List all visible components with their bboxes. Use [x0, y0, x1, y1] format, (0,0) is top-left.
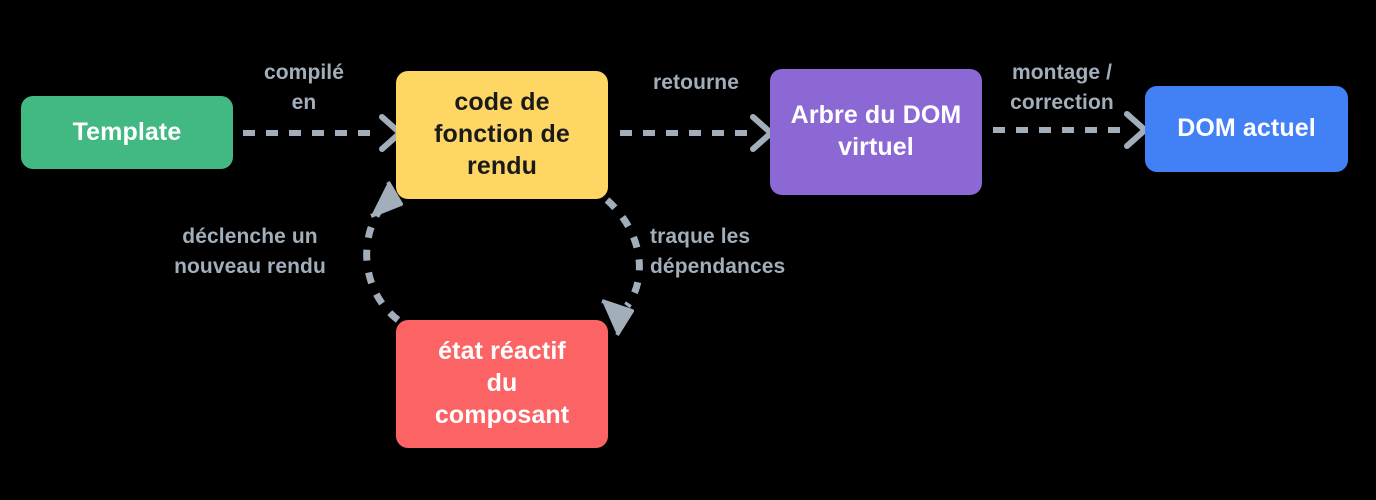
edge-label-track-dependencies: traque les dépendances [650, 225, 786, 278]
node-render-function[interactable]: code de fonction de rendu [396, 71, 608, 199]
edge-mount [993, 111, 1150, 149]
node-virtual-dom-tree[interactable]: Arbre du DOM virtuel [770, 69, 982, 195]
edge-rerender [363, 180, 403, 323]
edge-label-returns: retourne [653, 71, 739, 94]
edge-track [601, 197, 643, 337]
edge-label-mount-patch: montage / correction [1010, 61, 1114, 114]
edge-compile [243, 114, 405, 152]
edge-label-trigger-rerender: déclenche un nouveau rendu [174, 225, 326, 278]
edge-returns [620, 114, 776, 152]
node-component-reactive-state[interactable]: état réactif du composant [396, 320, 608, 448]
node-template[interactable]: Template [21, 96, 233, 169]
node-actual-dom[interactable]: DOM actuel [1145, 86, 1348, 172]
edge-label-compile: compilé en [263, 61, 345, 114]
